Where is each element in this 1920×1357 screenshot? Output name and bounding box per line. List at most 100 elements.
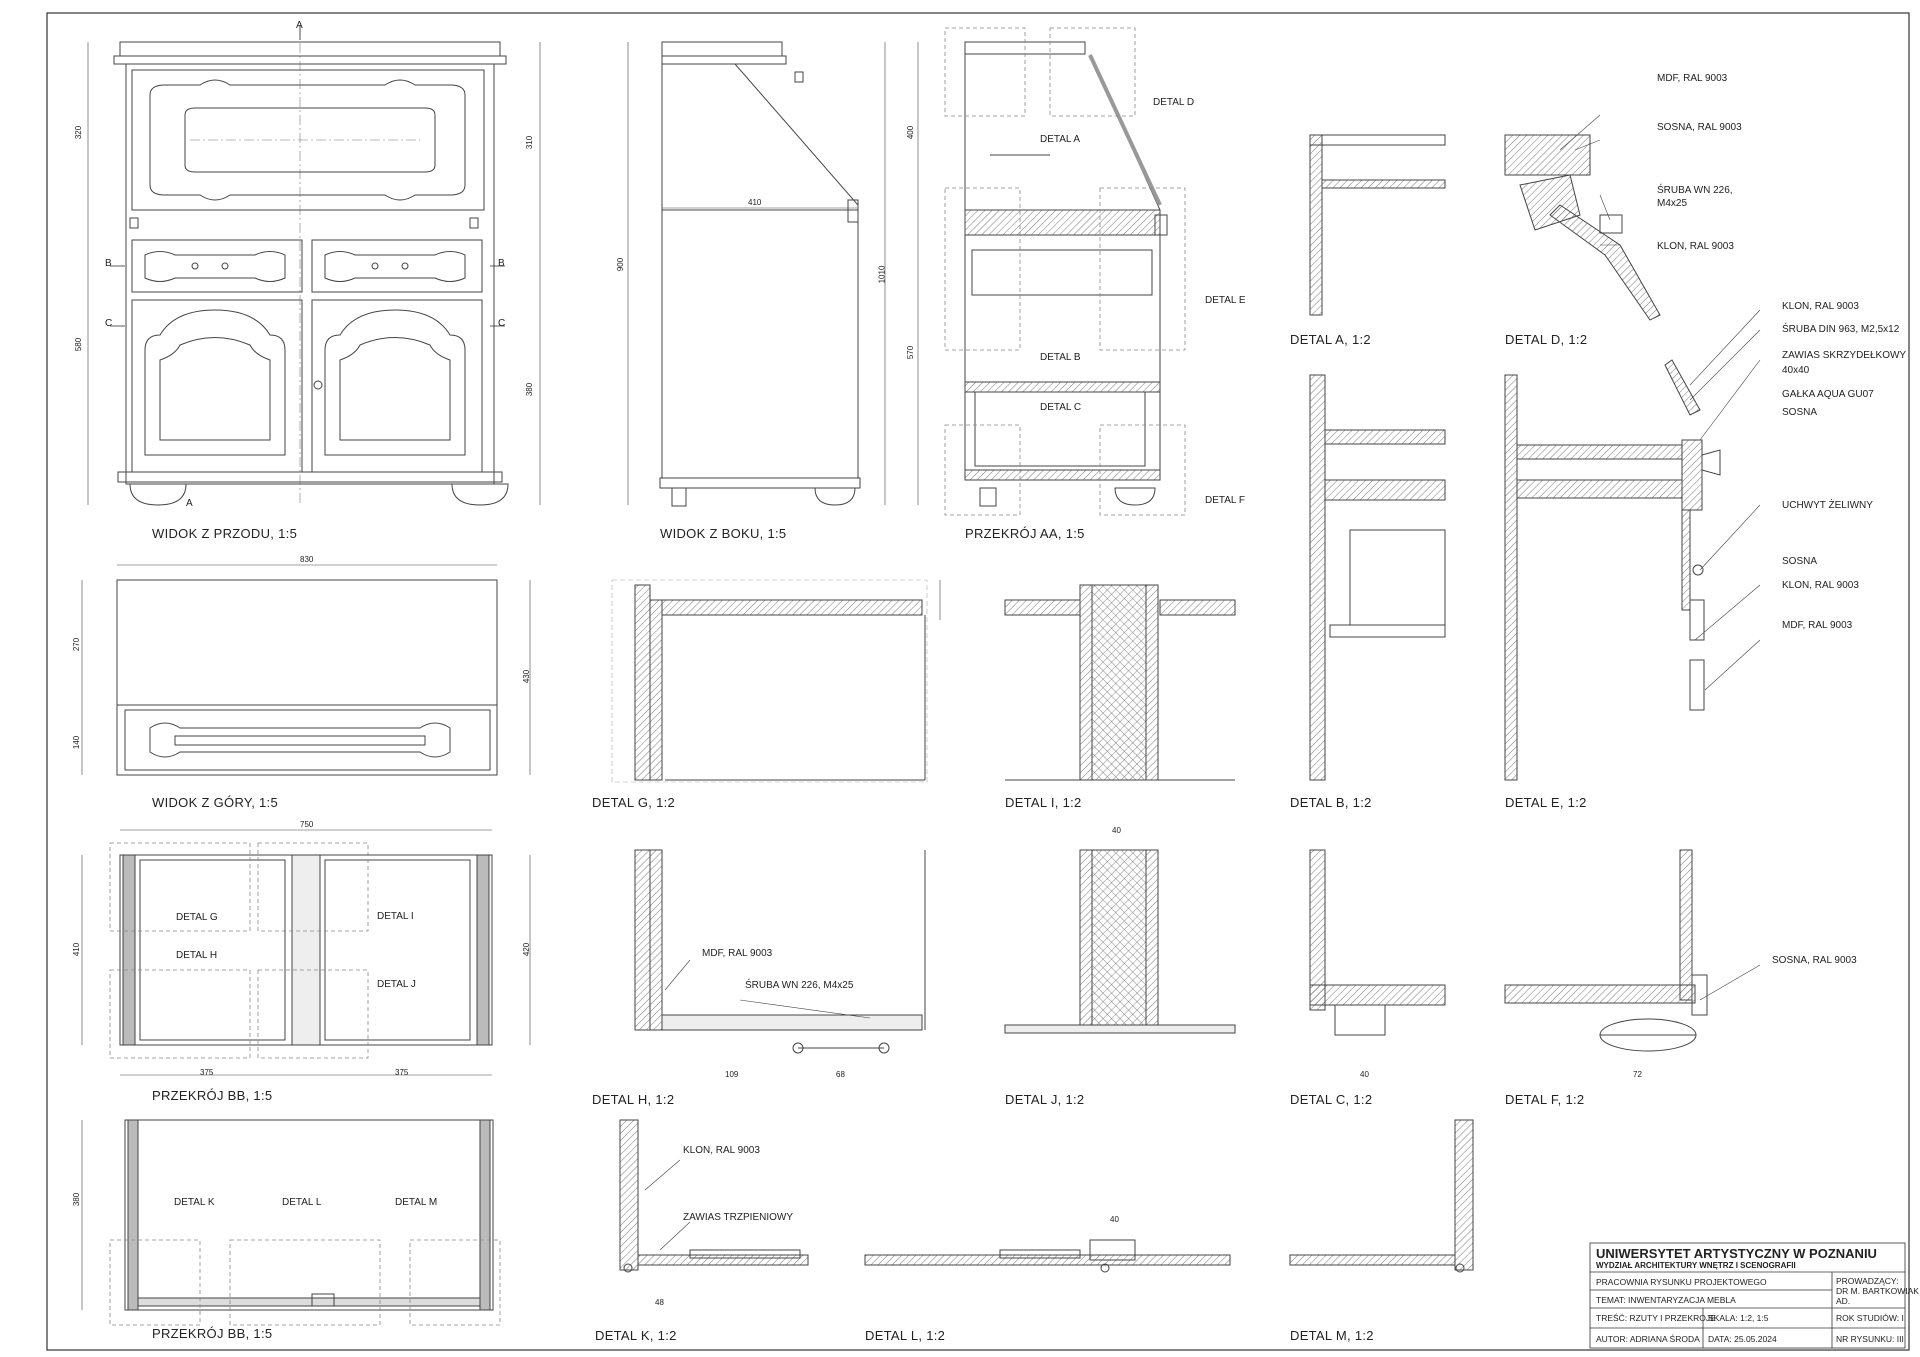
dim-side-height: 1010 xyxy=(877,265,887,284)
top-view xyxy=(116,579,498,776)
dim-h-bottom-68: 68 xyxy=(836,1070,845,1079)
front-view-centerlines xyxy=(190,25,420,505)
callout-k-zawias: ZAWIAS TRZPIENIOWY xyxy=(683,1212,794,1223)
detail-l-drawing xyxy=(864,1239,1231,1273)
callout-h-sruba: ŚRUBA WN 226, M4x25 xyxy=(745,980,854,991)
label-detail-l: DETAL L, 1:2 xyxy=(865,1328,946,1343)
callout-h-mdf: MDF, RAL 9003 xyxy=(702,948,773,959)
dim-h-bottom-109: 109 xyxy=(725,1070,739,1079)
callout-d-sosna: SOSNA, RAL 9003 xyxy=(1657,122,1742,133)
marker-detail-m: DETAL M xyxy=(395,1197,438,1208)
callout-d-mdf: MDF, RAL 9003 xyxy=(1657,73,1728,84)
detail-d-drawing xyxy=(1504,134,1661,321)
dim-side-v-900: 900 xyxy=(616,257,626,272)
marker-detail-g: DETAL G xyxy=(176,912,218,923)
callout-e-sosna-1: SOSNA xyxy=(1782,407,1818,418)
dim-bb-height: 420 xyxy=(522,942,532,957)
dim-front-v-580: 580 xyxy=(74,337,84,352)
tb-university: UNIWERSYTET ARTYSTYCZNY W POZNANIU xyxy=(1596,1246,1877,1261)
marker-detail-h: DETAL H xyxy=(176,950,218,961)
tb-date: DATA: 25.05.2024 xyxy=(1708,1334,1777,1344)
tb-sheet-no: NR RYSUNKU: III xyxy=(1836,1334,1904,1344)
detail-h-drawing xyxy=(634,849,926,1054)
dim-c-bottom-40: 40 xyxy=(1360,1070,1369,1079)
callout-e-galka: GAŁKA AQUA GU07 xyxy=(1782,389,1874,400)
marker-detail-i: DETAL I xyxy=(377,911,414,922)
tb-leader-label: PROWADZĄCY: xyxy=(1836,1276,1899,1286)
tb-faculty: WYDZIAŁ ARCHITEKTURY WNĘTRZ I SCENOGRAFI… xyxy=(1596,1261,1796,1270)
callout-e-zawias-1: ZAWIAS SKRZYDEŁKOWY xyxy=(1782,350,1907,361)
detail-i-drawing xyxy=(1004,584,1236,781)
callout-e-sruba: ŚRUBA DIN 963, M2,5x12 xyxy=(1782,324,1900,335)
dim-i-top-40: 40 xyxy=(1112,826,1121,835)
label-section-bb-1: PRZEKRÓJ BB, 1:5 xyxy=(152,1088,273,1103)
side-view-dimlines xyxy=(627,42,886,505)
dim-side-width: 410 xyxy=(748,198,762,207)
section-bb-2 xyxy=(124,1119,494,1311)
front-view xyxy=(113,41,509,506)
detail-a-drawing xyxy=(1309,134,1446,316)
label-detail-e: DETAL E, 1:2 xyxy=(1505,795,1587,810)
callout-d-sruba-1: ŚRUBA WN 226, xyxy=(1657,185,1733,196)
dim-f-bottom-72: 72 xyxy=(1633,1070,1642,1079)
callout-f-sosna: SOSNA, RAL 9003 xyxy=(1772,955,1857,966)
dim-bb-bottom-375-right: 375 xyxy=(395,1068,409,1077)
section-bb-1-dimlines xyxy=(81,829,531,1076)
callout-e-zawias-2: 40x40 xyxy=(1782,365,1810,376)
section-bb-2-frames xyxy=(109,1239,501,1326)
dim-top-height: 430 xyxy=(522,669,532,684)
label-detail-f: DETAL F, 1:2 xyxy=(1505,1092,1585,1107)
label-section-aa: PRZEKRÓJ AA, 1:5 xyxy=(965,526,1085,541)
leader-lines xyxy=(644,114,1761,1251)
callout-k-klon: KLON, RAL 9003 xyxy=(683,1145,760,1156)
detail-k-drawing xyxy=(619,1119,809,1273)
marker-detail-e: DETAL E xyxy=(1205,295,1246,306)
tb-scale: SKALA: 1:2, 1:5 xyxy=(1708,1313,1769,1323)
sheet-border xyxy=(46,12,1910,1351)
detail-m-drawing xyxy=(1289,1119,1474,1273)
marker-detail-f: DETAL F xyxy=(1205,495,1246,506)
label-section-bb-2: PRZEKRÓJ BB, 1:5 xyxy=(152,1326,273,1341)
dim-front-v2-380: 380 xyxy=(525,382,535,397)
detail-e-drawing xyxy=(1504,359,1721,781)
dim-k-bottom-48: 48 xyxy=(655,1298,664,1307)
tb-leader-name-1: DR M. BARTKOWIAK xyxy=(1836,1286,1919,1296)
section-mark-c-right: C xyxy=(498,318,506,329)
label-front-view: WIDOK Z PRZODU, 1:5 xyxy=(152,526,298,541)
dim-bb2-v-380: 380 xyxy=(72,1192,82,1207)
tb-leader-name-2: AD. xyxy=(1836,1296,1851,1306)
label-detail-h: DETAL H, 1:2 xyxy=(592,1092,675,1107)
marker-detail-c: DETAL C xyxy=(1040,402,1082,413)
label-detail-k: DETAL K, 1:2 xyxy=(595,1328,677,1343)
detail-b-drawing xyxy=(1309,374,1446,781)
dim-bb-bottom-375-left: 375 xyxy=(200,1068,214,1077)
label-detail-a: DETAL A, 1:2 xyxy=(1290,332,1371,347)
marker-detail-d: DETAL D xyxy=(1153,97,1195,108)
dim-bb-w-750: 750 xyxy=(300,820,314,829)
side-view xyxy=(659,41,861,507)
detail-j-drawing xyxy=(1004,849,1236,1034)
callout-e-mdf: MDF, RAL 9003 xyxy=(1782,620,1853,631)
front-view-dimlines xyxy=(87,42,541,505)
dim-top-v-140: 140 xyxy=(72,735,82,750)
detail-c-drawing xyxy=(1309,849,1446,1036)
marker-detail-k: DETAL K xyxy=(174,1197,215,1208)
tb-author: AUTOR: ADRIANA ŚRODA xyxy=(1596,1334,1700,1344)
dim-top-width: 830 xyxy=(300,555,314,564)
callout-e-sosna-2: SOSNA xyxy=(1782,556,1818,567)
tb-topic: TEMAT: INWENTARYZACJA MEBLA xyxy=(1596,1295,1736,1305)
dim-aa-v-570: 570 xyxy=(906,345,916,360)
tb-content: TREŚĆ: RZUTY I PRZEKROJE xyxy=(1596,1313,1716,1323)
callout-e-klon-2: KLON, RAL 9003 xyxy=(1782,580,1859,591)
label-detail-d: DETAL D, 1:2 xyxy=(1505,332,1588,347)
callout-d-klon: KLON, RAL 9003 xyxy=(1657,241,1734,252)
label-top-view: WIDOK Z GÓRY, 1:5 xyxy=(152,795,278,810)
label-detail-g: DETAL G, 1:2 xyxy=(592,795,676,810)
marker-detail-j: DETAL J xyxy=(377,979,416,990)
callout-e-klon: KLON, RAL 9003 xyxy=(1782,301,1859,312)
marker-detail-a: DETAL A xyxy=(1040,134,1081,145)
section-mark-b-right: B xyxy=(498,258,505,269)
dim-bb-v-410: 410 xyxy=(72,942,82,957)
tb-year: ROK STUDIÓW: I xyxy=(1836,1313,1904,1323)
